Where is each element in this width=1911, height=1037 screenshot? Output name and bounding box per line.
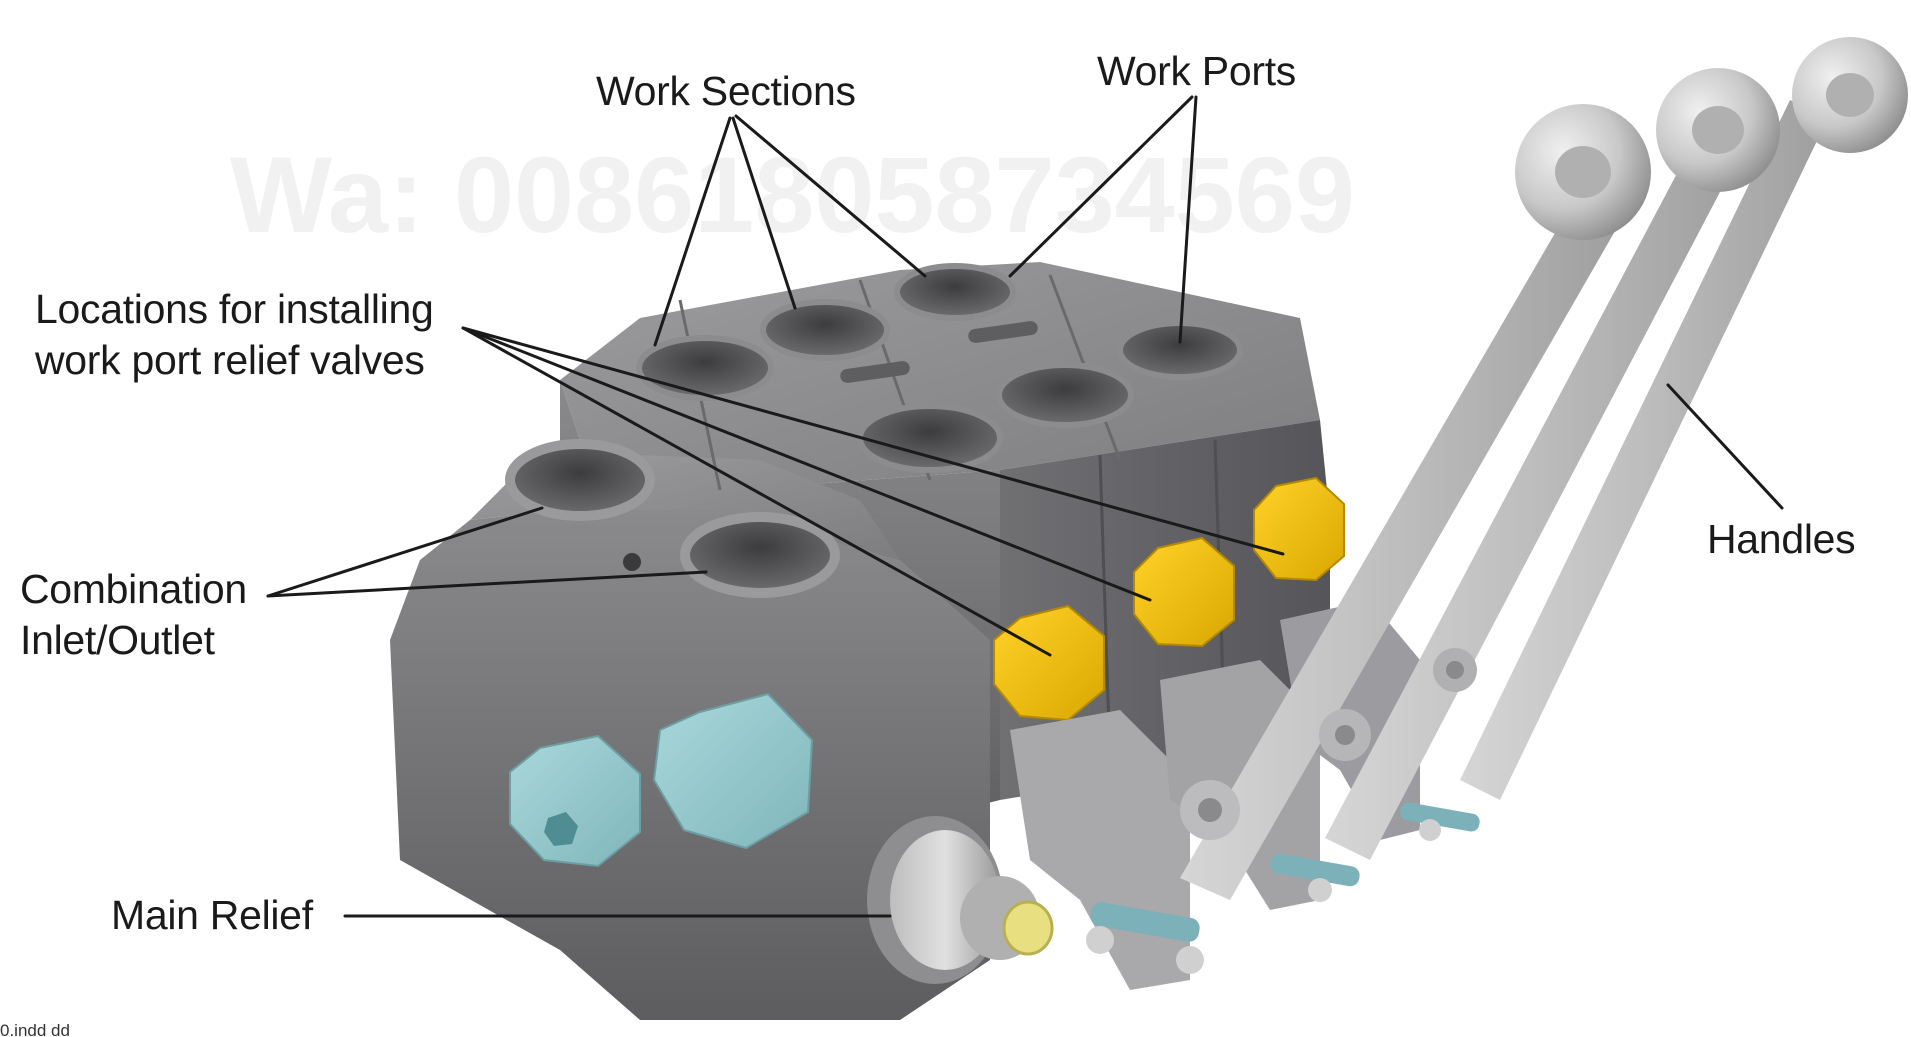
leader-handles — [1666, 383, 1784, 510]
label-handles: Handles — [1707, 516, 1856, 562]
work-port-3 — [894, 263, 1016, 321]
label-combination-line1: Combination — [20, 566, 247, 612]
label-relief-valve-locations-line1: Locations for installing — [35, 286, 434, 332]
inlet-plugs — [509, 692, 814, 868]
leader-lines — [266, 95, 1784, 918]
leader-locations-c — [461, 326, 1285, 556]
label-relief-valve-locations: Locations for installing work port relie… — [35, 284, 434, 386]
label-combination-inlet-outlet: Combination Inlet/Outlet — [20, 564, 247, 666]
leader-locations-b — [461, 326, 1152, 602]
handles — [1180, 37, 1908, 900]
yellow-plug-3 — [1253, 476, 1345, 582]
label-work-sections: Work Sections — [596, 68, 856, 114]
leader-work-sections-b — [731, 116, 797, 310]
outlet-port — [680, 512, 840, 598]
label-relief-valve-locations-line2: work port relief valves — [35, 337, 425, 383]
handle-lever-1 — [1180, 190, 1626, 900]
leader-work-ports-a — [1008, 95, 1194, 278]
label-combination-line2: Inlet/Outlet — [20, 617, 215, 663]
inlet-outlet-ports — [505, 439, 840, 598]
teal-plug-large — [652, 692, 814, 850]
leader-work-sections-c — [734, 114, 927, 278]
label-main-relief: Main Relief — [111, 892, 313, 938]
work-port-4 — [857, 403, 1003, 473]
inlet-port — [505, 439, 655, 521]
handle-lever-3 — [1460, 100, 1828, 800]
relief-valve-plugs — [993, 476, 1345, 722]
leader-locations-a — [461, 326, 1052, 657]
label-work-ports: Work Ports — [1097, 48, 1296, 94]
watermark-text: Wa: 008618058734569 — [230, 134, 1355, 255]
teal-plug-small — [509, 734, 641, 868]
leader-work-ports-b — [1178, 95, 1198, 344]
work-ports — [636, 263, 1243, 473]
leader-work-sections-a — [653, 116, 732, 347]
leader-combination-b — [266, 570, 708, 598]
main-relief-valve — [867, 816, 1054, 984]
leader-combination-a — [266, 506, 544, 598]
work-port-5 — [996, 362, 1134, 428]
handle-lever-2 — [1325, 130, 1742, 860]
work-port-2 — [760, 299, 890, 361]
footer-file-fragment: 0.indd dd — [0, 1021, 70, 1037]
work-port-1 — [636, 335, 774, 401]
yellow-plug-2 — [1133, 536, 1235, 648]
